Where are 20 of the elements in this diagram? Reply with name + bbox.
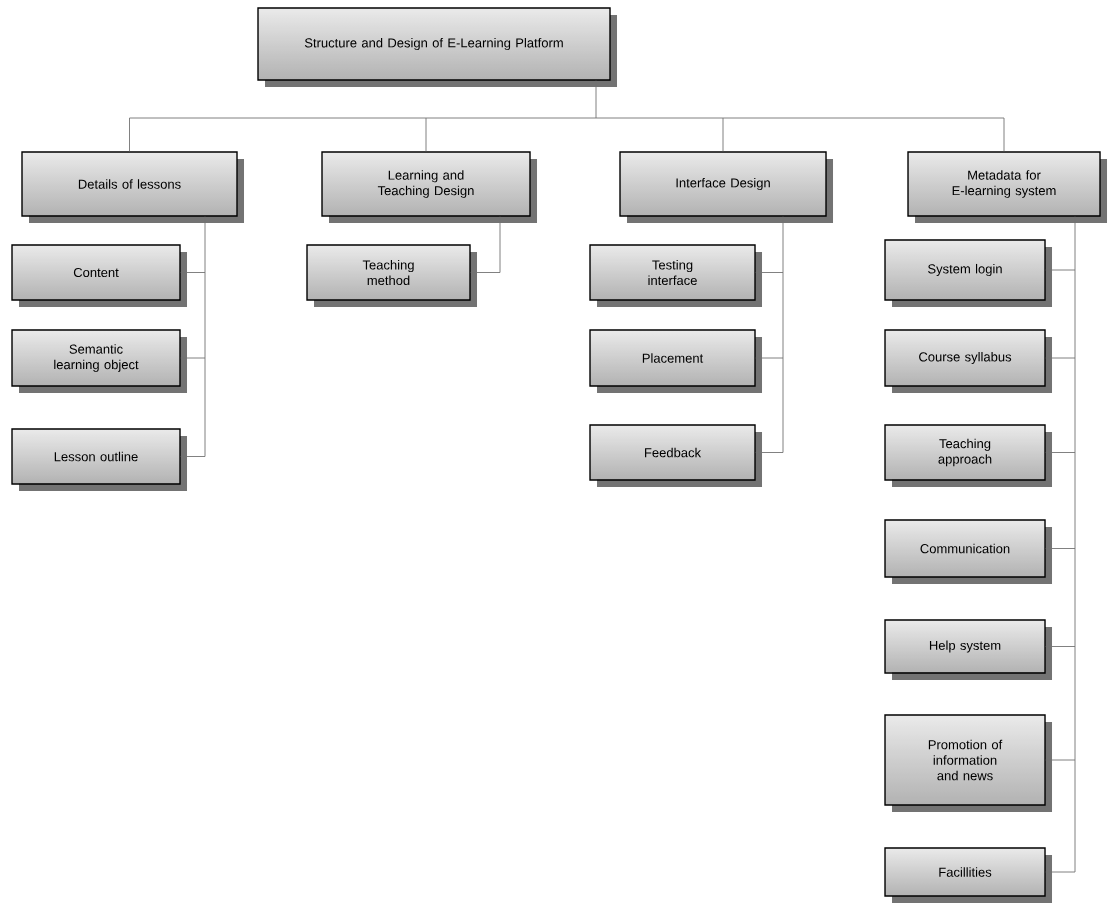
process-box: Course syllabus: [884, 329, 1052, 393]
process-box: Lesson outline: [11, 428, 187, 491]
process-box: Help system: [884, 619, 1052, 680]
process-box: Semantic learning object: [11, 329, 187, 393]
process-box: Facillities: [884, 847, 1052, 903]
process-box: Communication: [884, 519, 1052, 584]
connector-line: [129, 80, 1005, 152]
process-box: Feedback: [589, 424, 762, 487]
process-box: Metadata for E-learning system: [907, 151, 1107, 223]
process-box: Teaching approach: [884, 424, 1052, 487]
process-box: Structure and Design of E-Learning Platform: [257, 7, 617, 87]
process-box: Interface Design: [619, 151, 833, 223]
process-box: Testing interface: [589, 244, 762, 307]
process-box: Details of lessons: [21, 151, 244, 223]
process-box: Learning and Teaching Design: [321, 151, 537, 223]
process-box: Placement: [589, 329, 762, 393]
process-box: Teaching method: [306, 244, 477, 307]
process-box: System login: [884, 239, 1052, 307]
process-box: Content: [11, 244, 187, 307]
process-box: Promotion of information and news: [884, 714, 1052, 812]
